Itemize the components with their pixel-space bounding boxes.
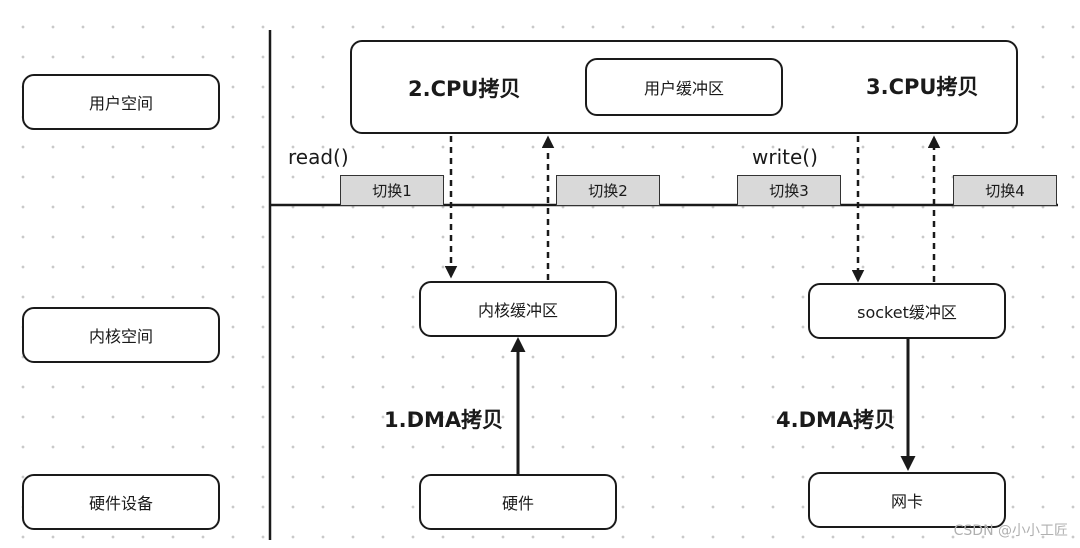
kernel-space-label: 内核空间: [88, 327, 153, 346]
cpu-copy-3-label: 3.CPU拷贝: [866, 75, 979, 99]
hardware-device-label: 硬件设备: [88, 494, 153, 513]
hardware-device-region: 硬件设备: [22, 474, 220, 530]
user-buffer-box: 用户缓冲区: [585, 58, 783, 116]
hardware-label: 硬件: [501, 494, 534, 513]
switch-4-label: 切换4: [985, 182, 1025, 200]
switch-1-label: 切换1: [372, 182, 412, 200]
socket-buffer-label: socket缓冲区: [857, 303, 957, 322]
kernel-buffer-box: 内核缓冲区: [419, 281, 617, 337]
dma-copy-1-label: 1.DMA拷贝: [384, 408, 504, 432]
kernel-buffer-label: 内核缓冲区: [477, 301, 558, 320]
switch-2-label: 切换2: [588, 182, 628, 200]
switch-3: 切换3: [737, 175, 841, 206]
user-buffer-label: 用户缓冲区: [643, 79, 724, 98]
write-call-label: write(): [752, 145, 818, 169]
read-call-label: read(): [288, 145, 349, 169]
socket-buffer-box: socket缓冲区: [808, 283, 1006, 339]
watermark: CSDN @小小工匠: [953, 523, 1068, 539]
switch-2: 切换2: [556, 175, 660, 206]
nic-box: 网卡: [808, 472, 1006, 528]
switch-3-label: 切换3: [769, 182, 809, 200]
hardware-box: 硬件: [419, 474, 617, 530]
user-space-label: 用户空间: [88, 94, 153, 113]
switch-4: 切换4: [953, 175, 1057, 206]
nic-label: 网卡: [890, 492, 923, 511]
cpu-copy-2-label: 2.CPU拷贝: [408, 77, 521, 101]
dma-copy-4-label: 4.DMA拷贝: [776, 408, 896, 432]
user-space-region: 用户空间: [22, 74, 220, 130]
kernel-space-region: 内核空间: [22, 307, 220, 363]
switch-1: 切换1: [340, 175, 444, 206]
